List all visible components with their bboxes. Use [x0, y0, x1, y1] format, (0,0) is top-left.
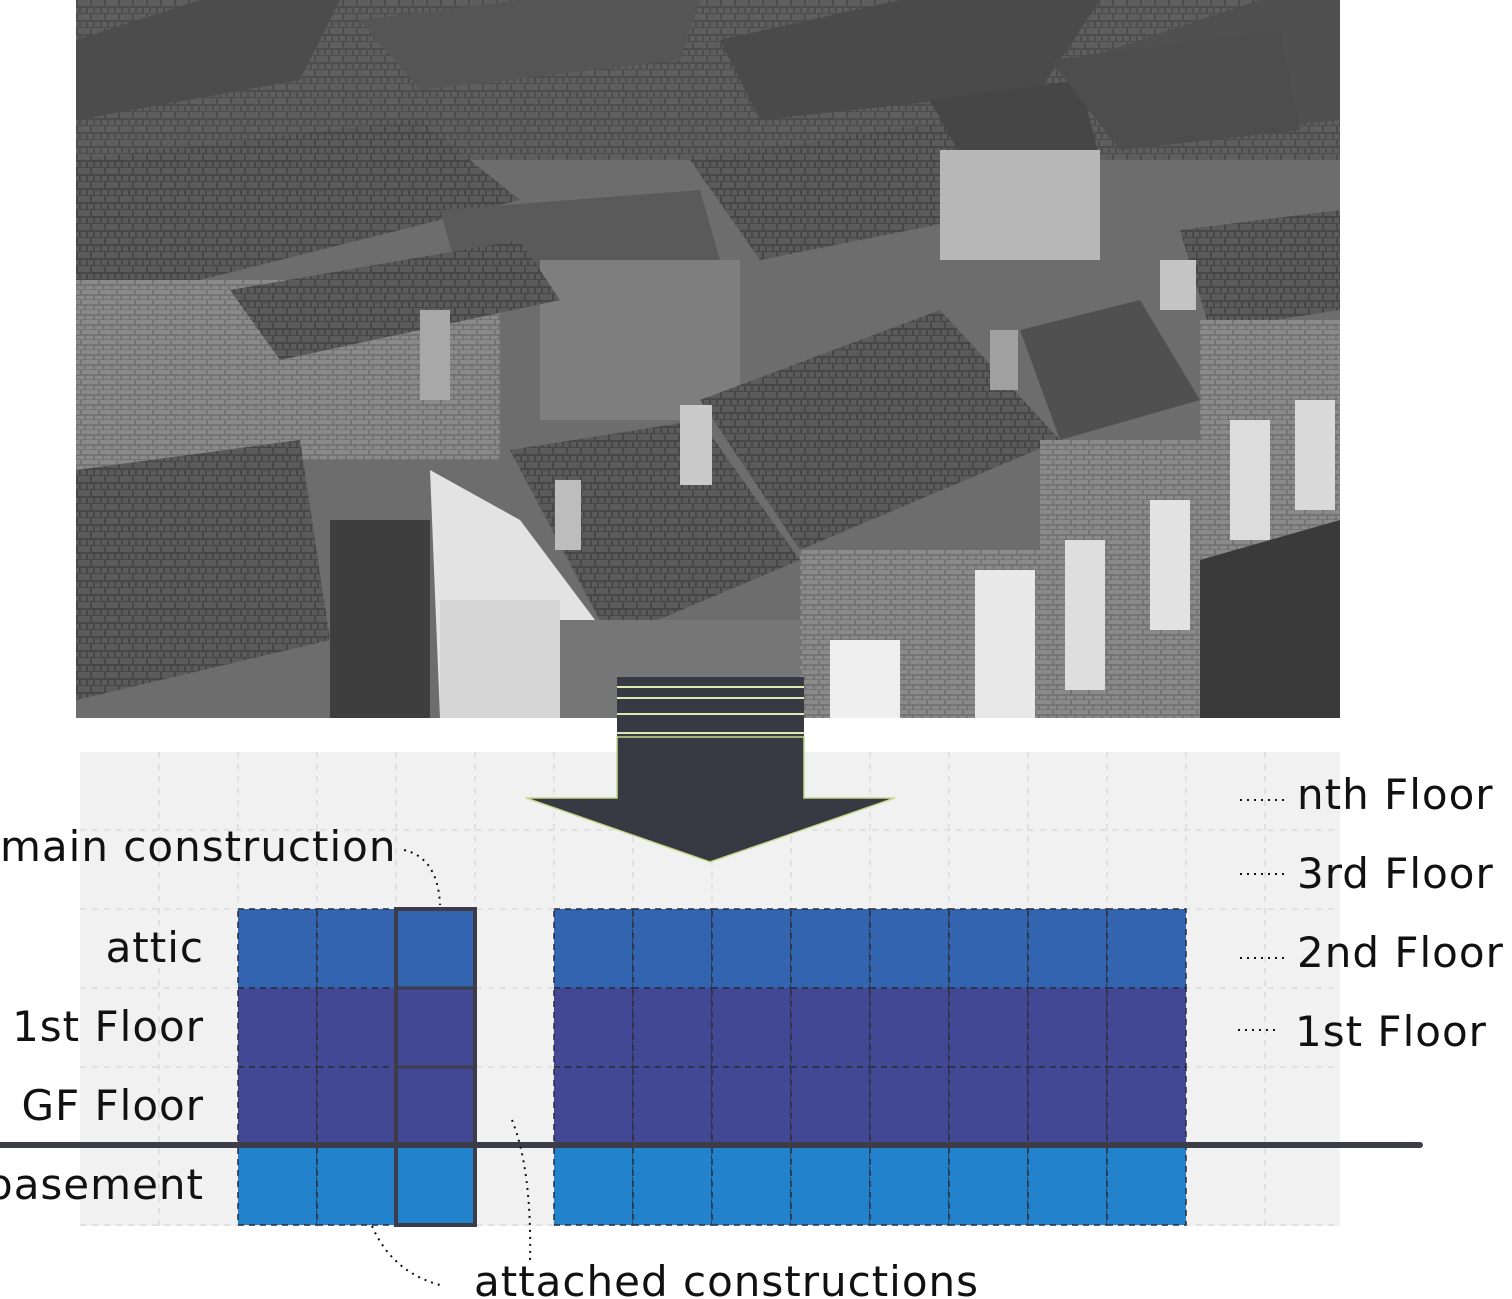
basement-cell	[790, 1145, 871, 1226]
basement-label: basement	[0, 1160, 204, 1209]
attic-cell	[1106, 908, 1187, 989]
attic-cell	[553, 908, 634, 989]
floor-cell	[790, 1066, 871, 1147]
floor-cell	[237, 1066, 318, 1147]
basement-cell	[632, 1145, 713, 1226]
basement-cell	[316, 1145, 397, 1226]
floor-cell	[553, 987, 634, 1068]
attic-cell	[632, 908, 713, 989]
right-building-block	[553, 908, 1187, 1226]
attic-cell	[711, 908, 792, 989]
attic-cell	[790, 908, 871, 989]
attic-cell	[948, 908, 1029, 989]
floor-cell	[1106, 987, 1187, 1068]
floor-cell	[395, 1066, 476, 1147]
attic-cell	[1027, 908, 1108, 989]
attic-cell	[316, 908, 397, 989]
floor-cell	[237, 987, 318, 1068]
floor-cell	[1027, 987, 1108, 1068]
main-construction-leader	[403, 849, 441, 906]
basement-cell	[1027, 1145, 1108, 1226]
floor-cell	[869, 987, 950, 1068]
attic-cell	[237, 908, 318, 989]
3rd-floor-label: 3rd Floor	[1297, 849, 1494, 898]
basement-cell	[711, 1145, 792, 1226]
attached-leader-left	[371, 1225, 441, 1286]
middle-rooftops	[76, 30, 1340, 560]
basement-cell	[237, 1145, 318, 1226]
attached-constructions-label: attached constructions	[474, 1257, 979, 1299]
floor-cell	[316, 987, 397, 1068]
nth-floor-label: nth Floor	[1297, 770, 1494, 819]
floor-cell	[948, 987, 1029, 1068]
floor-cell	[553, 1066, 634, 1147]
floor-cell	[1027, 1066, 1108, 1147]
floor-cell	[790, 987, 871, 1068]
floor-cell	[711, 1066, 792, 1147]
left-building-block	[237, 908, 476, 1226]
basement-cell	[1106, 1145, 1187, 1226]
right-1st-floor-label: 1st Floor	[1295, 1007, 1487, 1056]
floor-cell	[632, 1066, 713, 1147]
left-1st-floor-label: 1st Floor	[12, 1002, 204, 1051]
floor-cell	[1106, 1066, 1187, 1147]
floor-cell	[869, 1066, 950, 1147]
houses-photo	[76, 0, 1340, 718]
down-arrow	[525, 677, 896, 863]
main-construction-label: main construction	[0, 822, 396, 871]
building-blocks	[237, 908, 1187, 1226]
attic-cell	[395, 908, 476, 989]
basement-cell	[948, 1145, 1029, 1226]
basement-cell	[395, 1145, 476, 1226]
floor-cell	[948, 1066, 1029, 1147]
2nd-floor-label: 2nd Floor	[1297, 928, 1504, 977]
basement-cell	[553, 1145, 634, 1226]
attic-label: attic	[106, 923, 204, 972]
floor-cell	[395, 987, 476, 1068]
basement-cell	[869, 1145, 950, 1226]
floor-cell	[711, 987, 792, 1068]
floor-cell	[632, 987, 713, 1068]
floor-cell	[316, 1066, 397, 1147]
attic-cell	[869, 908, 950, 989]
gf-floor-label: GF Floor	[21, 1081, 204, 1130]
